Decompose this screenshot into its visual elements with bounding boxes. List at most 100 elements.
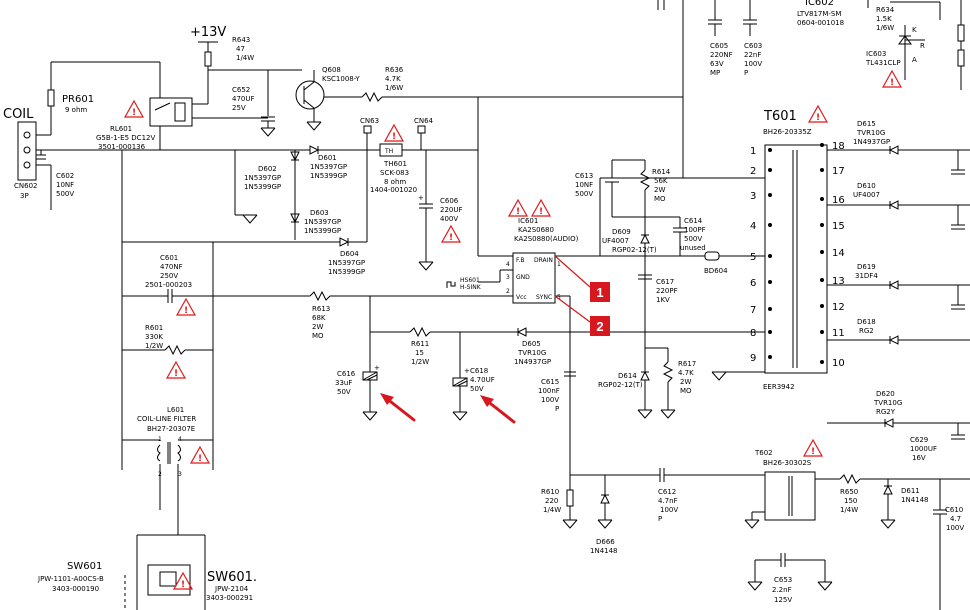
c615-ref: C615: [541, 378, 559, 386]
callout-1-box: [590, 282, 610, 302]
r650-ref: R650: [840, 488, 858, 496]
sw601b-ref: SW601.: [207, 570, 257, 585]
pin-1: 1: [557, 261, 561, 268]
r617-val: 4.7K: [678, 369, 694, 377]
c605-volt: 63V: [710, 60, 724, 68]
t601-pin-right: 17: [832, 166, 845, 177]
ground-icon: [260, 127, 276, 137]
d610-diode: [888, 200, 899, 210]
warning-icon: [441, 225, 461, 244]
t601-pin-left: 8: [750, 328, 756, 339]
d610-val: UF4007: [853, 191, 880, 199]
warning-icon: [176, 298, 196, 317]
r614-type: MO: [654, 195, 666, 203]
r650-val: 150: [844, 497, 857, 505]
c615-volt: 100V: [541, 396, 559, 404]
ground-icon: [562, 519, 578, 529]
d602-ref: D602: [258, 165, 277, 173]
heatsink-icon: [446, 281, 456, 288]
l601-coil: [157, 442, 181, 464]
arrow-c618: [484, 398, 516, 424]
c606-ref: C606: [440, 197, 459, 205]
r636-val: 4.7K: [385, 75, 401, 83]
d605-b: 1N4937GP: [514, 358, 551, 366]
top-area: IC602 LTV817M-SM 0604-001018 R634 1.5K 1…: [657, 0, 965, 178]
vcc-label: +13V: [190, 25, 226, 40]
ic601-ref: IC601: [518, 217, 538, 225]
t601-pin-right: 16: [832, 195, 845, 206]
r613-val: 68K: [312, 314, 326, 322]
sw601b-code: 3403-000291: [206, 594, 253, 602]
c615-type: P: [555, 405, 559, 413]
c606-val: 220UF: [440, 206, 463, 214]
r634-ref: R634: [876, 6, 895, 14]
r617-type: MO: [680, 387, 692, 395]
callout-1-leader: [554, 255, 591, 288]
warning-icon: [166, 361, 186, 380]
warning-icon: [384, 124, 404, 143]
warning-icon: [882, 70, 902, 89]
t601-pin-left: 7: [750, 305, 756, 316]
r643-resistor: [204, 51, 212, 67]
bd604-bead: [704, 251, 720, 261]
c616-volt: 50V: [337, 388, 351, 396]
rl601-ref: RL601: [110, 125, 132, 133]
pr601-ref: PR601: [62, 94, 94, 105]
r617-watt: 2W: [680, 378, 691, 386]
c612-ref: C612: [658, 488, 676, 496]
ic602-code: 0604-001018: [797, 19, 844, 27]
d605-ref: D605: [522, 340, 541, 348]
d603-diode: [290, 213, 300, 224]
t601-pin-left: 2: [750, 166, 756, 177]
c617-val: 220PF: [656, 287, 678, 295]
d605-diode: [516, 327, 527, 337]
l601-part: COIL-LINE FILTER: [137, 415, 196, 423]
t601-pin-dot: [768, 168, 772, 172]
t601-pin-dot: [820, 197, 824, 201]
c601-val: 470NF: [160, 263, 183, 271]
ground-icon: [711, 371, 727, 381]
d602-b: 1N5399GP: [244, 183, 281, 191]
ic603-part: TL431CLP: [865, 59, 901, 67]
r650-watt: 1/4W: [840, 506, 858, 514]
t601-part: BH26-20335Z: [763, 128, 812, 136]
pin-sync: SYNC: [536, 294, 552, 301]
c612-type: P: [658, 515, 662, 523]
cn602-connector: [17, 121, 37, 181]
d615-a: TVR10G: [856, 129, 885, 137]
t601-pin-dot: [768, 307, 772, 311]
rl601-part: G5B-1-E5 DC12V: [96, 134, 155, 142]
t601-pin-dot: [768, 330, 772, 334]
t601-pin-dot: [768, 355, 772, 359]
d618-val: RG2: [859, 327, 874, 335]
d611-ref: D611: [901, 487, 920, 495]
r636-resistor: [361, 91, 383, 103]
c614-type: unused: [680, 244, 706, 252]
sw601-part: JPW-1101-A00CS-B: [37, 575, 104, 583]
hs601-label: H-SINK: [460, 284, 482, 291]
c603-val: 22nF: [744, 51, 761, 59]
th601-code: 1404-001020: [370, 186, 417, 194]
r634-val: 1.5K: [876, 15, 892, 23]
d666-ref: D666: [596, 538, 615, 546]
ground-icon: [242, 214, 258, 224]
resistor-edge-2: [957, 49, 965, 67]
d601-diode: [309, 145, 320, 155]
t601-pin-right: 10: [832, 358, 845, 369]
svg-text:3: 3: [178, 471, 182, 478]
ic601-chip: [512, 252, 556, 304]
ic602-ref: IC602: [805, 0, 834, 8]
c652-volt: 25V: [232, 104, 246, 112]
r601-ref: R601: [145, 324, 163, 332]
c615-val: 100nF: [538, 387, 560, 395]
d614-ref: D614: [618, 372, 637, 380]
d609-ref: D609: [612, 228, 631, 236]
r613-resistor: [309, 290, 331, 302]
ground-icon: [744, 519, 760, 529]
callout-2-box: [590, 316, 610, 336]
ic603-ref: IC603: [866, 50, 886, 58]
c605-val: 220NF: [710, 51, 733, 59]
r613-watt: 2W: [312, 323, 323, 331]
d620-ref: D620: [876, 390, 895, 398]
c602-ref: C602: [56, 172, 74, 180]
